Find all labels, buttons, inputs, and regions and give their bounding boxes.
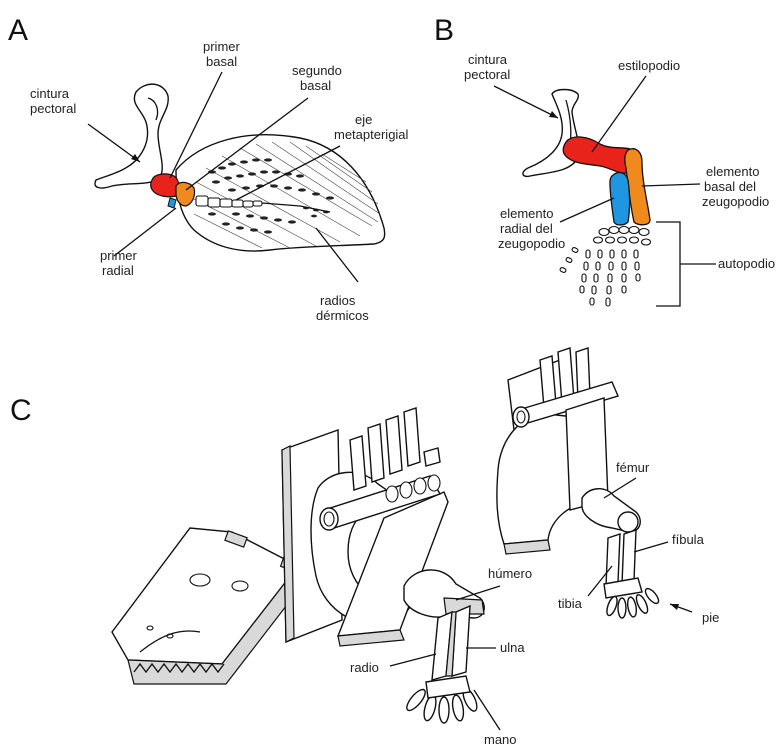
label-b-cintura-line2: pectoral [464, 67, 510, 82]
label-a-primer-basal-line2: basal [206, 54, 237, 69]
panel-c-eye-2 [232, 581, 248, 591]
label-a-radios-line2: dérmicos [316, 308, 369, 323]
arrow-b-estilopodio [592, 76, 646, 152]
label-c-mano: mano [484, 732, 517, 747]
panel-c-hand [404, 676, 480, 723]
label-a-segundo-basal-line2: basal [300, 78, 331, 93]
arrowhead-c-pie [670, 604, 679, 610]
panel-b-autopod [559, 227, 650, 307]
label-b-radial-line1: elemento [500, 206, 553, 221]
panel-c-tibia [606, 534, 620, 586]
label-a-primer-basal-line1: primer [203, 39, 241, 54]
panel-b-digit-rows [559, 247, 640, 306]
panel-a-first-radial-blue [168, 198, 176, 208]
panel-b: B [434, 14, 775, 306]
panel-c-nostril [147, 626, 153, 630]
label-c-tibia: tibia [558, 596, 583, 611]
label-b-cintura-line1: cintura [468, 52, 508, 67]
panel-a-fin-outline [176, 135, 385, 251]
bracket-b-autopodio [656, 222, 680, 306]
arrow-c-fibula [634, 542, 668, 552]
panel-a-letter: A [8, 14, 28, 47]
arrow-c-femur [604, 478, 636, 498]
label-a-radios-line1: radios [320, 293, 356, 308]
label-a-cintura-line1: cintura [30, 86, 70, 101]
label-a-eje-line2: metapterigial [334, 127, 409, 142]
label-a-cintura-line2: pectoral [30, 101, 76, 116]
label-c-fibula: fíbula [672, 532, 705, 547]
label-c-ulna: ulna [500, 640, 525, 655]
arrow-c-mano [474, 690, 500, 730]
label-b-basal-line1: elemento [706, 164, 759, 179]
panel-a: A [8, 14, 409, 323]
panel-c-front-model [112, 408, 484, 723]
label-a-eje-line1: eje [355, 112, 372, 127]
panel-b-letter: B [434, 14, 454, 47]
panel-c-femur-head [618, 512, 638, 532]
label-b-autopodio: autopodio [718, 256, 775, 271]
arrow-a-cintura [88, 124, 140, 162]
label-c-pie: pie [702, 610, 719, 625]
label-a-segundo-basal-line1: segundo [292, 63, 342, 78]
label-b-radial-line3: zeugopodio [498, 236, 565, 251]
label-c-humero: húmero [488, 566, 532, 581]
panel-c: C [10, 348, 719, 747]
label-b-estilopodio: estilopodio [618, 58, 680, 73]
arrow-b-basal [642, 184, 700, 186]
arrow-b-cintura [494, 86, 558, 118]
panel-c-letter: C [10, 394, 32, 427]
panel-c-eye [190, 574, 210, 586]
label-a-primer-radial-line1: primer [100, 248, 138, 263]
panel-a-pectoral-girdle [95, 84, 168, 188]
label-c-radio: radio [350, 660, 379, 675]
label-b-radial-line2: radial del [500, 221, 553, 236]
panel-c-fibula [622, 530, 636, 584]
label-a-primer-radial-line2: radial [102, 263, 134, 278]
panel-a-first-basal-red [151, 174, 179, 197]
panel-c-head-top [112, 528, 298, 664]
panel-c-foot [604, 578, 661, 618]
arrowhead-b-cintura [549, 111, 558, 118]
arrow-b-radial [560, 198, 614, 222]
label-c-femur: fémur [616, 460, 650, 475]
label-b-basal-line3: zeugopodio [702, 194, 769, 209]
arrow-c-radio [390, 654, 436, 666]
label-b-basal-line2: basal del [704, 179, 756, 194]
